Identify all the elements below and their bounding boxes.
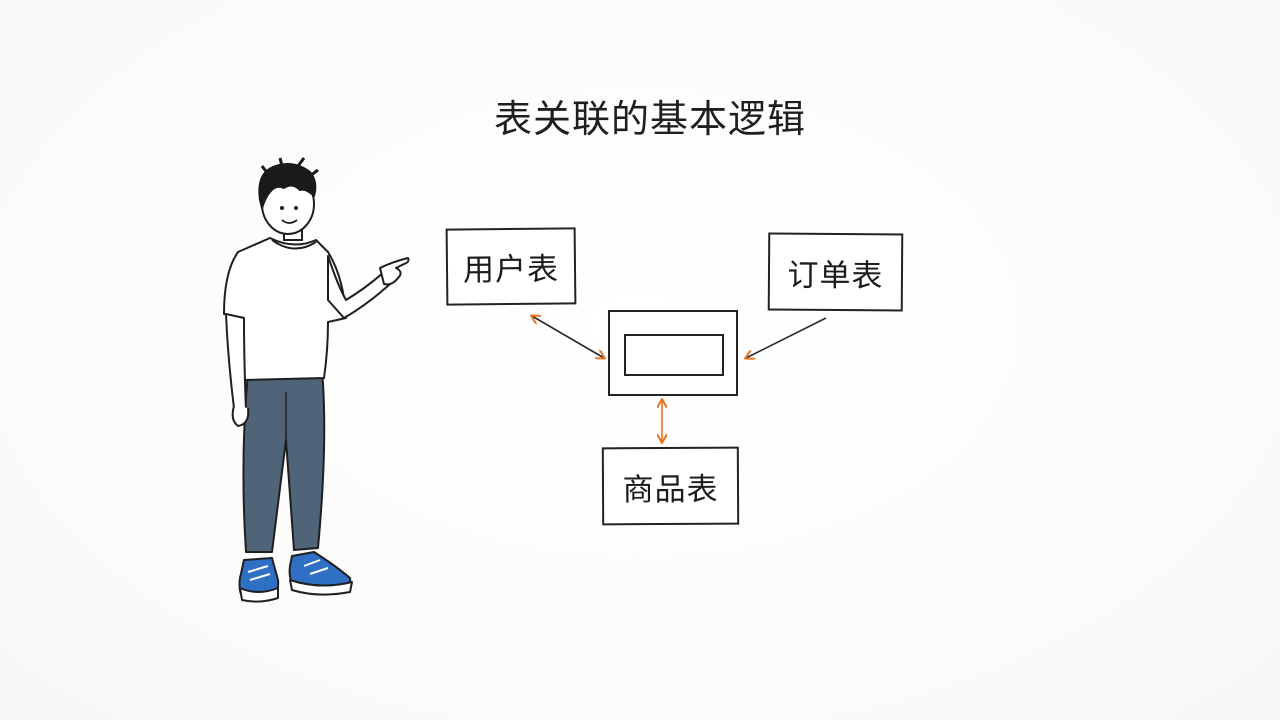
users-to-center-connector — [532, 316, 604, 358]
orders-to-center-connector — [746, 317, 827, 358]
diagram-title: 表关联的基本逻辑 — [493, 97, 806, 141]
users-table-box: 用户表 — [445, 227, 577, 306]
center-relation-box — [608, 310, 738, 396]
head — [261, 173, 315, 235]
center-inner-box — [624, 334, 724, 376]
left-shoe — [238, 557, 280, 603]
pointing-hand — [379, 257, 410, 286]
left-arm — [225, 313, 247, 411]
goods-table-box: 商品表 — [601, 446, 740, 526]
orders-table-box: 订单表 — [767, 232, 904, 312]
pants — [242, 369, 326, 553]
right-shoe — [288, 551, 353, 596]
right-arm — [327, 255, 391, 319]
hair — [258, 163, 317, 209]
shirt — [223, 237, 347, 381]
